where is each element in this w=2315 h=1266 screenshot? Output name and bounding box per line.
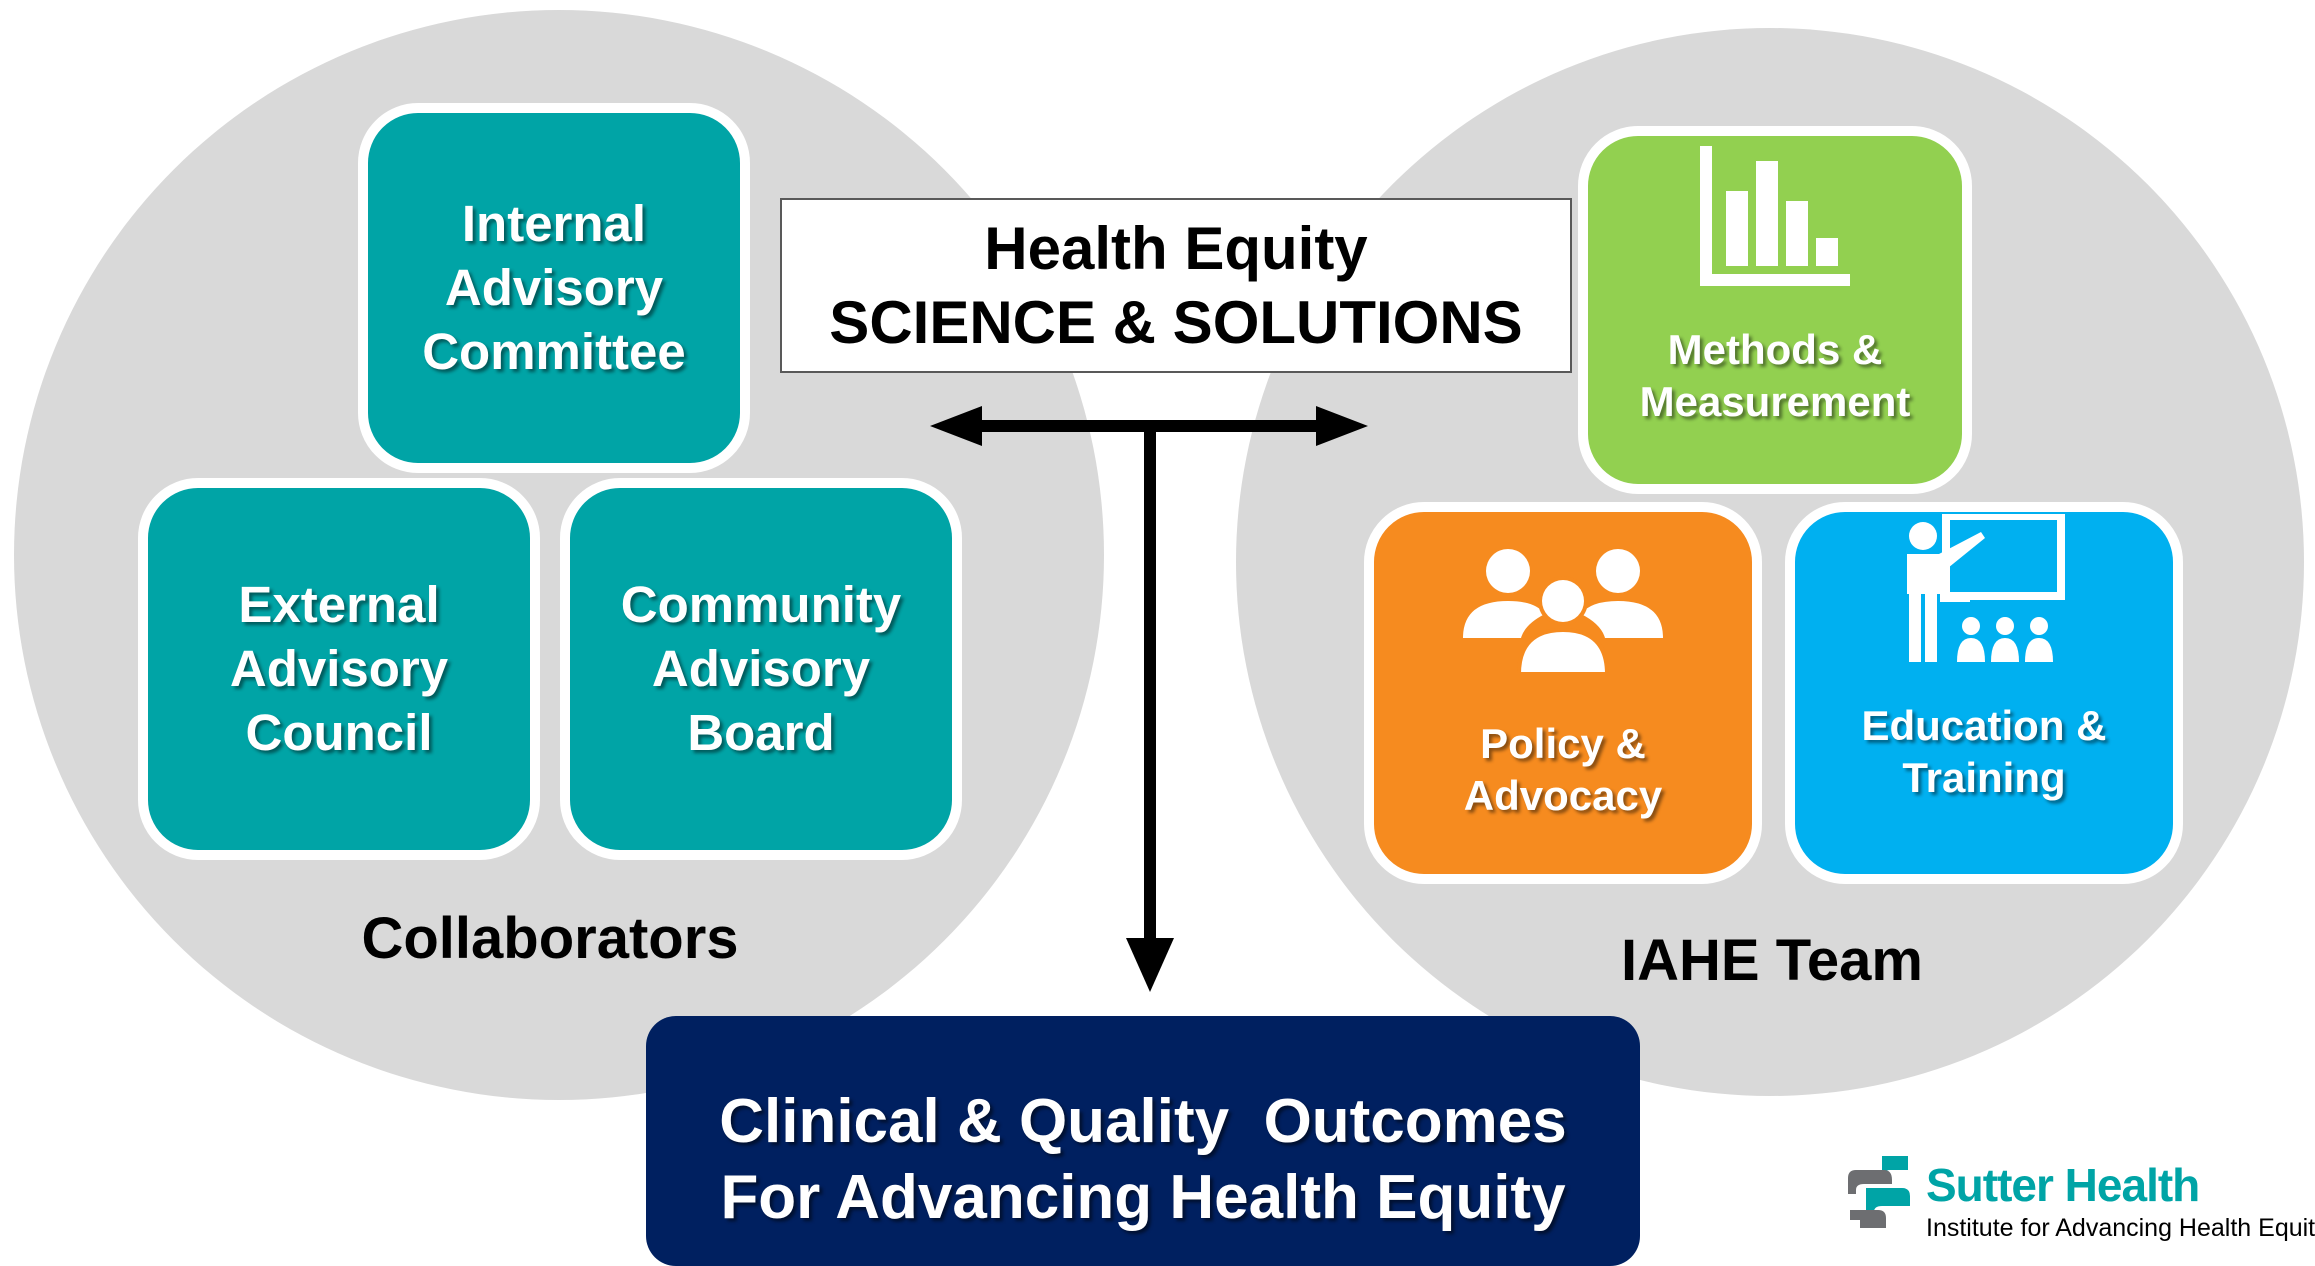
bar-chart-icon	[1700, 146, 1850, 286]
health-equity-title-box: Health Equity SCIENCE & SOLUTIONS	[780, 198, 1572, 373]
down-arrowhead	[1126, 938, 1174, 992]
community-advisory-board-box: Community Advisory Board	[560, 478, 962, 860]
education-training-box: Education & Training	[1785, 502, 2183, 884]
teacher-presentation-icon	[1899, 514, 2069, 664]
title-line-1: Health Equity	[984, 214, 1368, 282]
external-advisory-council-label: External Advisory Council	[229, 576, 449, 761]
methods-measurement-box: Methods & Measurement	[1578, 126, 1972, 494]
internal-advisory-committee-label: Internal Advisory Committee	[422, 195, 686, 380]
external-advisory-council-box: External Advisory Council	[138, 478, 540, 860]
policy-advocacy-label: Policy & Advocacy	[1463, 720, 1663, 819]
outcomes-line-1: Clinical & Quality Outcomes	[719, 1087, 1567, 1156]
right-arrowhead	[1316, 406, 1368, 446]
collaborators-label: Collaborators	[361, 906, 739, 971]
education-training-label: Education & Training	[1861, 702, 2107, 801]
title-line-2: SCIENCE & SOLUTIONS	[829, 288, 1523, 356]
sutter-health-logo-mark	[1848, 1156, 1910, 1228]
iahe-team-label: IAHE Team	[1621, 928, 1923, 993]
sutter-health-logo: Sutter Health Institute for Advancing He…	[1842, 1152, 2315, 1248]
outcomes-line-2: For Advancing Health Equity	[720, 1163, 1566, 1232]
community-advisory-board-label: Community Advisory Board	[620, 576, 902, 761]
policy-advocacy-box: Policy & Advocacy	[1364, 502, 1762, 884]
left-arrowhead	[930, 406, 982, 446]
internal-advisory-committee-box: Internal Advisory Committee	[358, 103, 750, 473]
outcomes-box: Clinical & Quality Outcomes For Advancin…	[646, 1016, 1640, 1266]
methods-measurement-label: Methods & Measurement	[1639, 326, 1911, 425]
institute-subtitle: Institute for Advancing Health Equity	[1926, 1214, 2315, 1242]
people-group-icon	[1463, 546, 1663, 676]
sutter-health-wordmark: Sutter Health	[1926, 1159, 2200, 1211]
